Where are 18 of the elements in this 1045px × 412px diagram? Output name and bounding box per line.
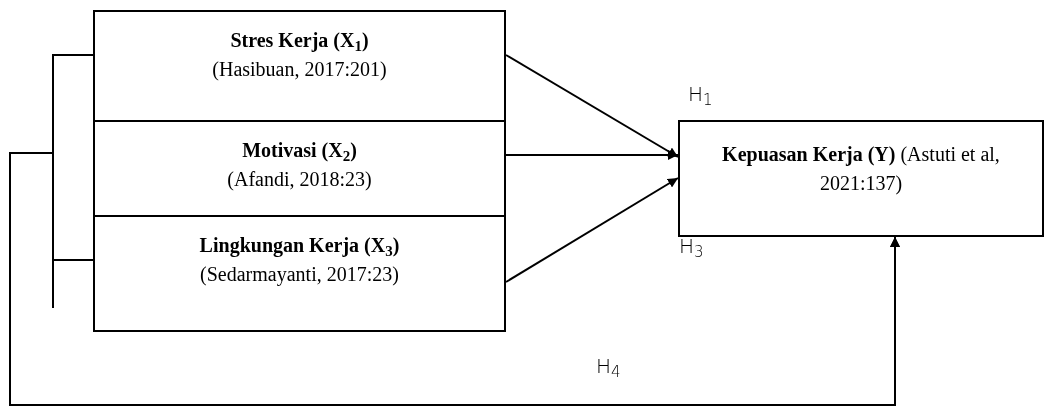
arrow [505, 177, 679, 283]
citation-text: (Afandi, 2018:23) [227, 167, 372, 192]
arrow [505, 54, 679, 158]
text-box [93, 215, 506, 332]
hypothesis-label: H$_{4}$ [596, 356, 621, 376]
hypothesis-label: H$_{3}$ [679, 236, 704, 256]
arrow [9, 152, 900, 406]
text-box [678, 120, 1044, 237]
citation-text: (Sedarmayanti, 2017:23) [200, 262, 399, 288]
citation-text: Kepuasan Kerja (Y) (Astuti et al, 2021:137) [721, 142, 1001, 197]
hypothesis-label: H$_{1}$ [688, 84, 713, 104]
text-box [93, 10, 506, 122]
arrow [505, 150, 679, 160]
variable-name: Lingkungan Kerja (X$_{3}$) [199, 233, 400, 260]
variable-name: Motivasi (X$_{2}$) [242, 138, 357, 165]
citation-text: (Hasibuan, 2017:201) [212, 57, 387, 82]
variable-name: Stres Kerja (X$_{1}$) [230, 28, 369, 55]
text-box [93, 120, 506, 217]
